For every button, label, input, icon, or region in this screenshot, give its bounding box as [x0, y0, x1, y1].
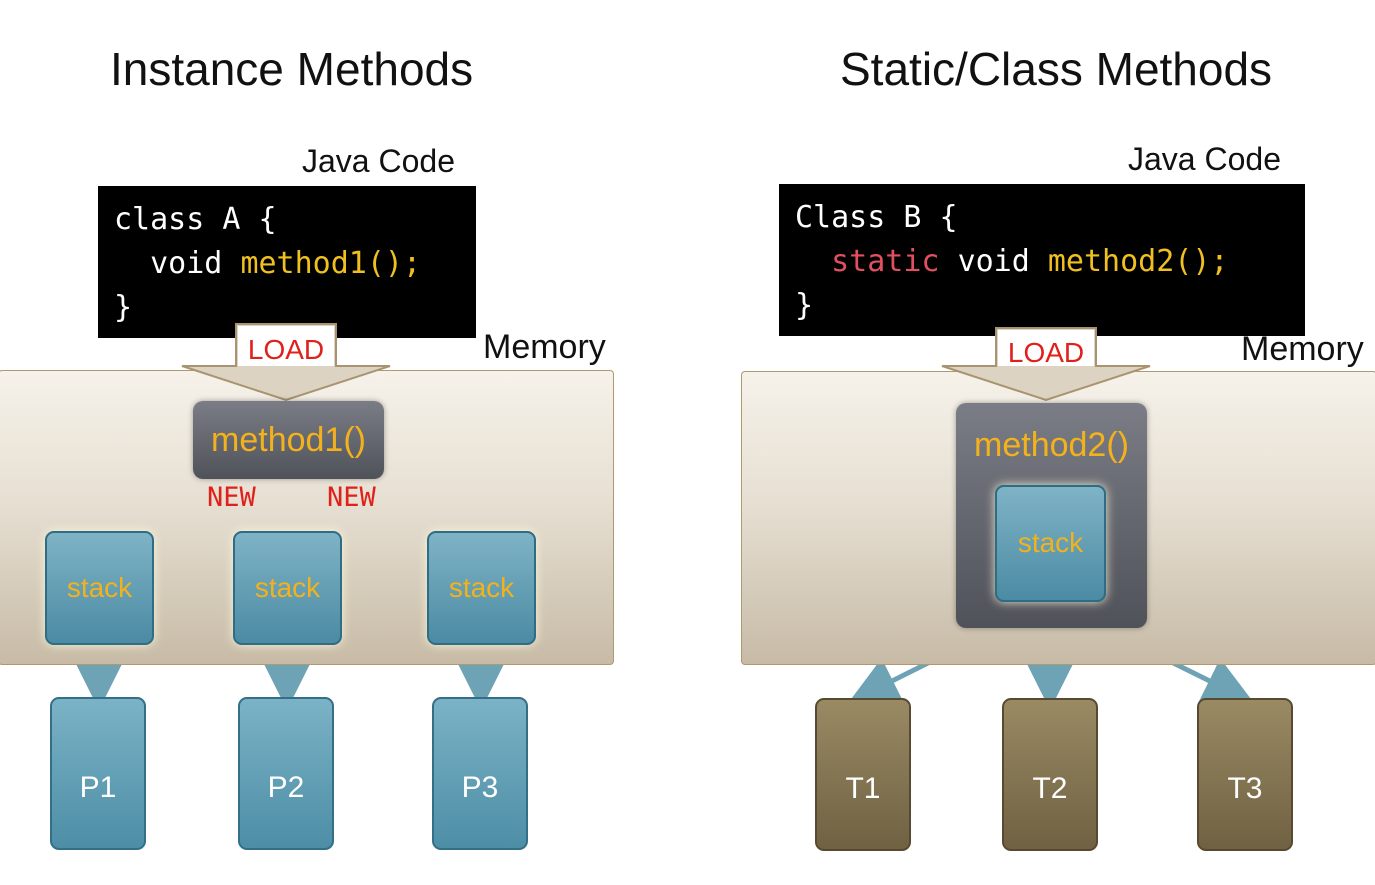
code-static-keyword: static	[831, 244, 958, 279]
java-code-label: Java Code	[1128, 141, 1281, 177]
new-label: NEW	[207, 482, 256, 513]
thread-box: T2	[1002, 698, 1098, 851]
load-arrow	[941, 327, 1151, 402]
code-line: }	[114, 290, 133, 325]
java-code-label: Java Code	[302, 143, 455, 179]
stack-box: stack	[427, 531, 536, 645]
process-box: P1	[50, 697, 146, 850]
code-line: Class B {	[795, 200, 958, 235]
stack-box: stack	[233, 531, 342, 645]
load-arrow	[181, 323, 391, 402]
load-label: LOAD	[1007, 337, 1085, 368]
new-label: NEW	[327, 482, 376, 513]
code-line: class A {	[114, 202, 277, 237]
code-keyword: void	[150, 246, 241, 281]
process-box: P2	[238, 697, 334, 850]
memory-label: Memory	[1241, 330, 1364, 368]
code-line: }	[795, 288, 814, 323]
java-code-block: class A { void method1(); }	[98, 186, 476, 338]
java-code-block: Class B { static void method2(); }	[779, 184, 1305, 336]
code-keyword: void	[957, 244, 1048, 279]
memory-label: Memory	[483, 328, 606, 366]
code-method: method2();	[1047, 244, 1229, 279]
instance-methods-title: Instance Methods	[110, 43, 474, 95]
load-label: LOAD	[247, 334, 325, 365]
code-method: method1();	[240, 246, 422, 281]
static-methods-title: Static/Class Methods	[840, 43, 1273, 95]
stack-box: stack	[995, 485, 1106, 602]
thread-box: T3	[1197, 698, 1293, 851]
process-box: P3	[432, 697, 528, 850]
thread-box: T1	[815, 698, 911, 851]
stack-box: stack	[45, 531, 154, 645]
method1-box: method1()	[193, 401, 384, 479]
